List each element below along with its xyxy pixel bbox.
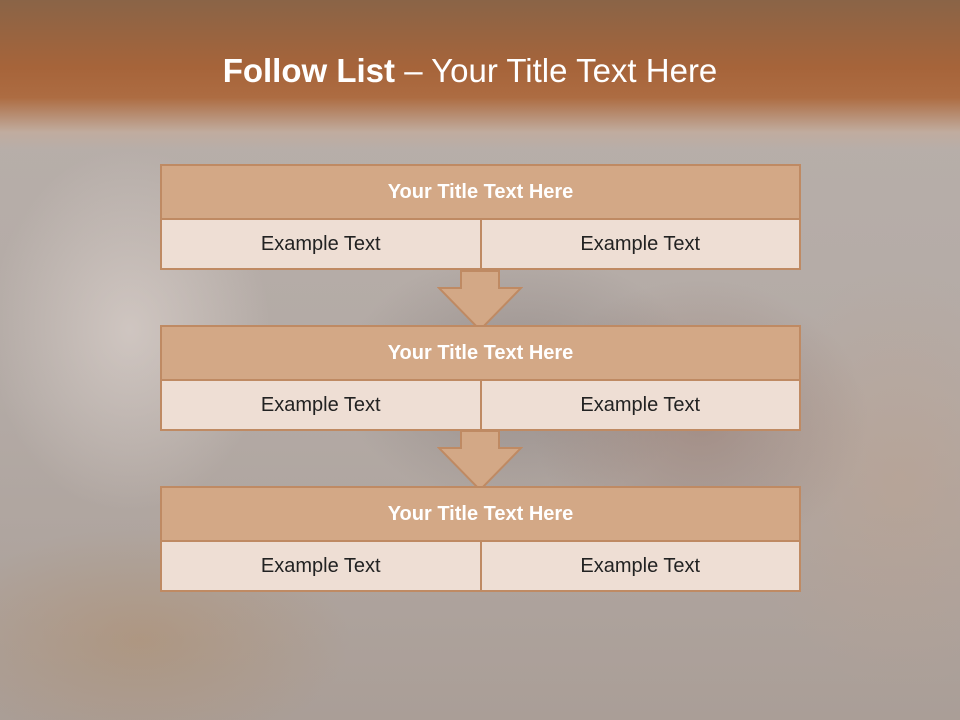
slide-title-bold: Follow List: [222, 52, 396, 89]
down-arrow-icon: [437, 270, 523, 332]
down-arrow-icon: [437, 430, 523, 492]
step-2-left-text: Example Text: [160, 381, 482, 431]
slide-title-rest: – Your Title Text Here: [395, 52, 718, 89]
step-block-2: Your Title Text Here Example Text Exampl…: [160, 325, 801, 431]
step-title-1: Your Title Text Here: [160, 164, 801, 220]
step-3-left-text: Example Text: [160, 542, 482, 592]
step-2-right-text: Example Text: [481, 381, 801, 431]
slide-title: Follow List – Your Title Text Here: [0, 52, 940, 90]
step-title-2: Your Title Text Here: [160, 325, 801, 381]
step-row-2: Example Text Example Text: [160, 381, 801, 431]
step-row-3: Example Text Example Text: [160, 542, 801, 592]
step-3-right-text: Example Text: [481, 542, 801, 592]
step-block-1: Your Title Text Here Example Text Exampl…: [160, 164, 801, 270]
step-1-left-text: Example Text: [160, 220, 482, 270]
step-title-3: Your Title Text Here: [160, 486, 801, 542]
step-1-right-text: Example Text: [481, 220, 801, 270]
step-block-3: Your Title Text Here Example Text Exampl…: [160, 486, 801, 592]
step-row-1: Example Text Example Text: [160, 220, 801, 270]
title-bar: [0, 0, 960, 150]
